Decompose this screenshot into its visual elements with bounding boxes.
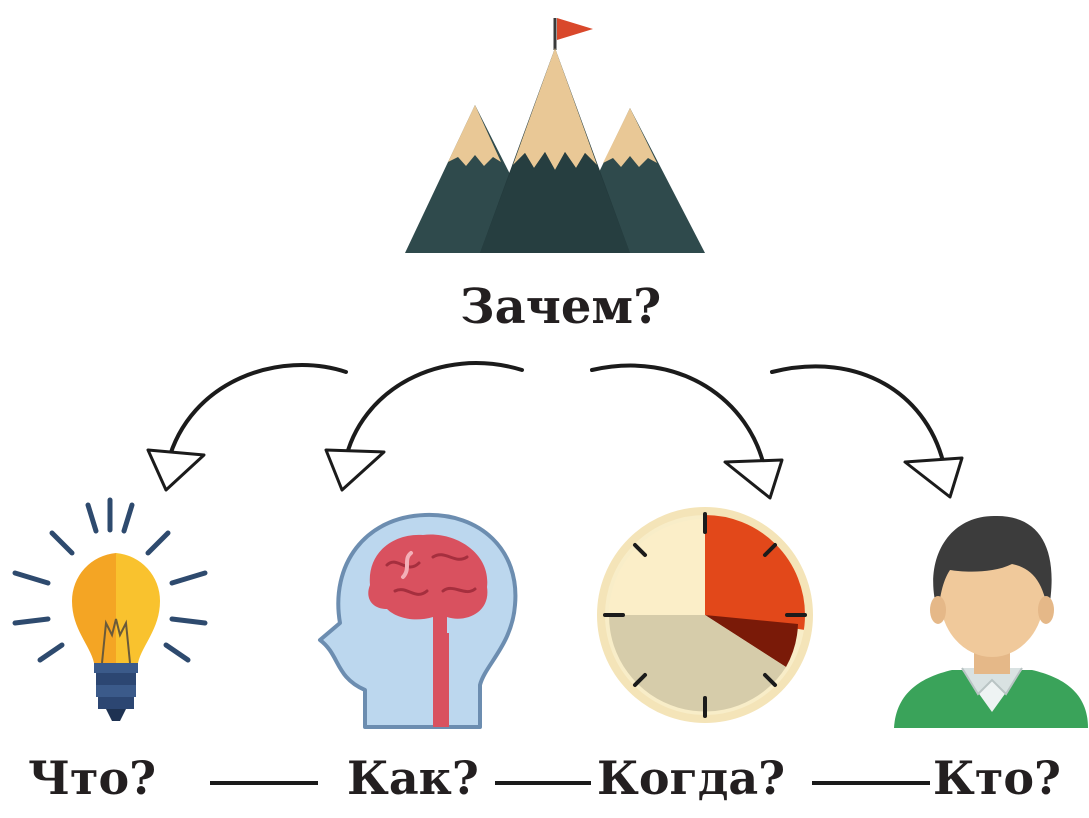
- arrowhead-when: [723, 458, 784, 500]
- root-label: Зачем?: [460, 279, 662, 335]
- connector-how-when: [495, 781, 591, 785]
- label-what: Что?: [28, 751, 157, 805]
- arrow-to-how: [343, 361, 524, 464]
- arrow-to-what: [166, 363, 348, 464]
- arrow-to-who: [770, 364, 947, 472]
- connector-what-how: [210, 781, 318, 785]
- head-brain-icon: [318, 512, 518, 729]
- label-who: Кто?: [933, 751, 1061, 805]
- arrowhead-what: [146, 448, 206, 492]
- arrowhead-who: [903, 456, 964, 499]
- label-when: Когда?: [597, 751, 786, 805]
- connector-when-who: [812, 781, 930, 785]
- mountain-flag-icon: [405, 18, 705, 253]
- clock-icon: [597, 507, 813, 723]
- label-how: Как?: [347, 751, 479, 805]
- light-bulb-icon: [12, 497, 208, 721]
- person-icon: [894, 515, 1088, 728]
- arrowhead-how: [324, 448, 386, 492]
- arrow-to-when: [590, 363, 767, 472]
